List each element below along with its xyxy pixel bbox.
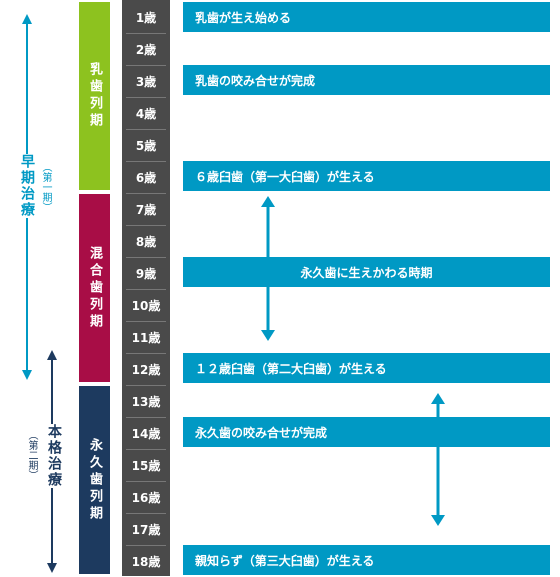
age-label: 14歳 [131, 427, 161, 441]
event-bar: １２歳臼歯（第二大臼歯）が生える [183, 353, 550, 383]
event-text: 永久歯に生えかわる時期 [292, 263, 441, 281]
second-molar-range-arrow [431, 393, 445, 526]
age-separator [126, 417, 166, 418]
age-label: 15歳 [131, 459, 161, 473]
event-text: 乳歯の咬み合せが完成 [195, 73, 316, 88]
age-label: 13歳 [131, 395, 161, 409]
age-label: 6歳 [135, 171, 157, 185]
dentition-mixed-label: 混合歯列期 [87, 245, 102, 331]
age-label: 3歳 [135, 75, 157, 89]
age-label: 4歳 [135, 107, 157, 121]
early-treatment-label: 早期治療 [17, 154, 37, 218]
event-text: 乳歯が生え始める [195, 10, 292, 25]
age-separator [126, 513, 166, 514]
age-column [122, 0, 170, 576]
event-text: 永久歯の咬み合せが完成 [195, 425, 328, 440]
age-separator [126, 353, 166, 354]
age-label: 18歳 [131, 555, 161, 569]
event-bar: 乳歯の咬み合せが完成 [183, 65, 550, 95]
main-treatment-sub: （第二期） [24, 430, 39, 480]
age-separator [126, 193, 166, 194]
event-bar: 乳歯が生え始める [183, 2, 550, 32]
age-label: 8歳 [135, 235, 157, 249]
event-text: １２歳臼歯（第二大臼歯）が生える [195, 361, 387, 376]
age-label: 17歳 [131, 523, 161, 537]
age-label: 2歳 [135, 43, 157, 57]
event-bar: 親知らず（第三大臼歯）が生える [183, 545, 550, 575]
age-separator [126, 449, 166, 450]
transition-range-arrow [261, 196, 275, 341]
dentition-primary-label: 乳歯列期 [87, 62, 102, 130]
event-text: 親知らず（第三大臼歯）が生える [195, 553, 375, 568]
age-separator [126, 545, 166, 546]
age-separator [126, 129, 166, 130]
age-label: 1歳 [135, 11, 157, 25]
age-separator [126, 65, 166, 66]
age-separator [126, 257, 166, 258]
age-separator [126, 97, 166, 98]
age-separator [126, 289, 166, 290]
age-separator [126, 481, 166, 482]
event-bar: 永久歯に生えかわる時期 [183, 257, 550, 287]
age-separator [126, 161, 166, 162]
dentition-primary: 乳歯列期 [79, 2, 110, 190]
event-text: ６歳臼歯（第一大臼歯）が生える [195, 169, 375, 184]
age-label: 10歳 [131, 299, 161, 313]
age-label: 9歳 [135, 267, 157, 281]
main-treatment-label: 本格治療 [44, 424, 64, 488]
dentition-permanent-label: 永久歯列期 [87, 437, 102, 523]
age-label: 7歳 [135, 203, 157, 217]
age-separator [126, 321, 166, 322]
age-label: 11歳 [131, 331, 161, 345]
dentition-permanent: 永久歯列期 [79, 386, 110, 574]
event-bar: ６歳臼歯（第一大臼歯）が生える [183, 161, 550, 191]
age-label: 12歳 [131, 363, 161, 377]
age-label: 5歳 [135, 139, 157, 153]
dentition-mixed: 混合歯列期 [79, 194, 110, 382]
age-separator [126, 33, 166, 34]
early-treatment-sub: （第一期） [38, 162, 53, 212]
age-separator [126, 225, 166, 226]
age-separator [126, 385, 166, 386]
main-treatment-arrow [47, 350, 57, 573]
event-bar: 永久歯の咬み合せが完成 [183, 417, 550, 447]
age-label: 16歳 [131, 491, 161, 505]
